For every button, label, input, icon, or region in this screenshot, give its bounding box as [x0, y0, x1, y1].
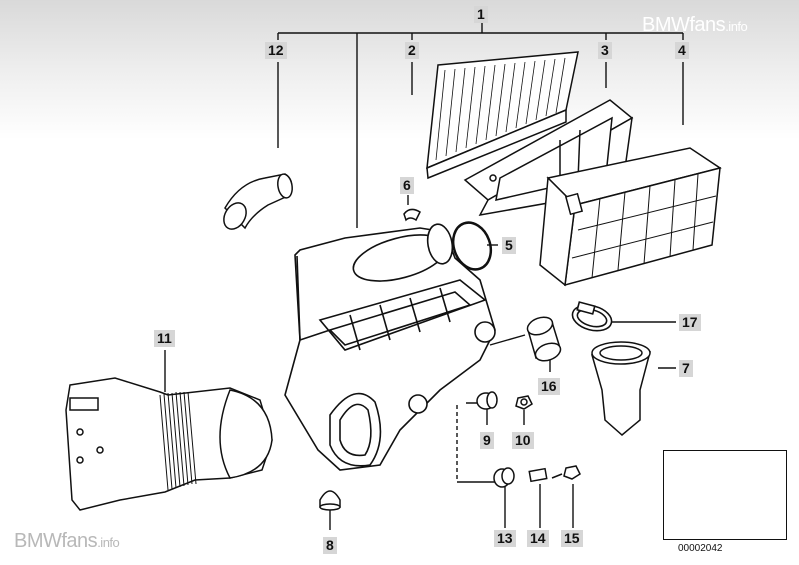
watermark-top: BMWfans.info	[642, 14, 748, 37]
watermark-bottom: BMWfans.info	[14, 530, 120, 553]
air-filter-element	[426, 51, 579, 180]
rubber-mount	[466, 391, 498, 410]
part-label-7: 7	[679, 360, 693, 377]
spacer-sleeve	[528, 467, 548, 483]
intake-hose	[65, 377, 273, 511]
air-filter-housing	[284, 223, 496, 471]
part-label-16: 16	[538, 378, 560, 395]
part-label-13: 13	[494, 530, 516, 547]
part-label-3: 3	[598, 42, 612, 59]
part-label-15: 15	[561, 530, 583, 547]
nut	[515, 395, 533, 410]
inset-code: 00002042	[678, 543, 723, 554]
watermark-bottom-suffix: .info	[97, 535, 120, 550]
part-label-10: 10	[512, 432, 534, 449]
part-label-6: 6	[400, 177, 414, 194]
inset-frame	[663, 450, 787, 540]
rubber-cap	[319, 490, 341, 511]
bushing	[493, 467, 515, 488]
part-label-4: 4	[675, 42, 689, 59]
part-label-17: 17	[679, 314, 701, 331]
watermark-bottom-main: BMWfans	[14, 530, 98, 552]
intake-funnel	[591, 341, 651, 436]
part-label-2: 2	[405, 42, 419, 59]
part-label-9: 9	[480, 432, 494, 449]
part-label-14: 14	[527, 530, 549, 547]
part-label-8: 8	[323, 537, 337, 554]
hose-clamp	[571, 301, 613, 332]
watermark-top-suffix: .info	[725, 19, 748, 34]
part-label-11: 11	[154, 330, 175, 347]
seal-ring	[451, 221, 493, 271]
watermark-top-main: BMWfans	[642, 14, 726, 36]
part-label-1: 1	[474, 6, 488, 23]
sleeve	[526, 316, 562, 362]
elbow-duct	[223, 173, 293, 230]
part-label-5: 5	[502, 237, 516, 254]
filter-grid	[539, 147, 722, 287]
clip	[403, 208, 421, 222]
part-label-12: 12	[265, 42, 287, 59]
bolt	[551, 465, 581, 480]
